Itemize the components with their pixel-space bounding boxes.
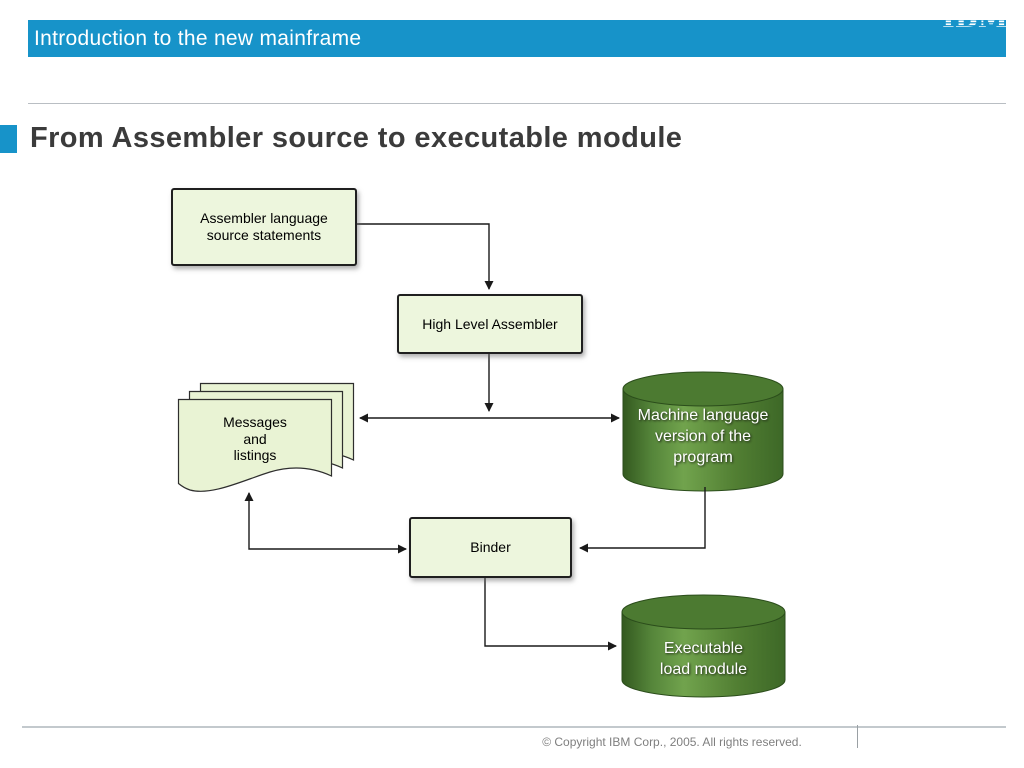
header-divider (28, 103, 1006, 104)
executable-load-module-cylinder-shape (621, 594, 786, 698)
header-title: Introduction to the new mainframe (34, 26, 362, 50)
header-bar: Introduction to the new mainframe (28, 20, 1006, 57)
node-machine-language-label: Machine language version of the program (637, 407, 769, 466)
connector-binder-messages (244, 492, 407, 554)
node-messages-listings-label: Messages and listings (223, 414, 287, 463)
document-stack-shape (177, 382, 355, 492)
ibm-logo-icon: IBM (942, 4, 1008, 31)
svg-text:IBM: IBM (942, 4, 1008, 31)
copyright-text: © Copyright IBM Corp., 2005. All rights … (542, 735, 802, 749)
footer-tick-mark (857, 725, 858, 748)
node-assembler-source: Assembler language source statements (171, 188, 357, 266)
accent-square (0, 125, 17, 153)
node-binder: Binder (409, 517, 572, 578)
node-executable-load-module-label: Executable load module (659, 640, 748, 678)
node-high-level-assembler: High Level Assembler (397, 294, 583, 354)
connector-binder-to-executable (484, 578, 617, 651)
page-title: From Assembler source to executable modu… (30, 122, 683, 154)
machine-language-cylinder-shape (622, 371, 784, 492)
connector-machine-to-binder (579, 487, 706, 553)
connector-source-to-assembler (357, 223, 494, 290)
footer-divider (22, 726, 1006, 728)
